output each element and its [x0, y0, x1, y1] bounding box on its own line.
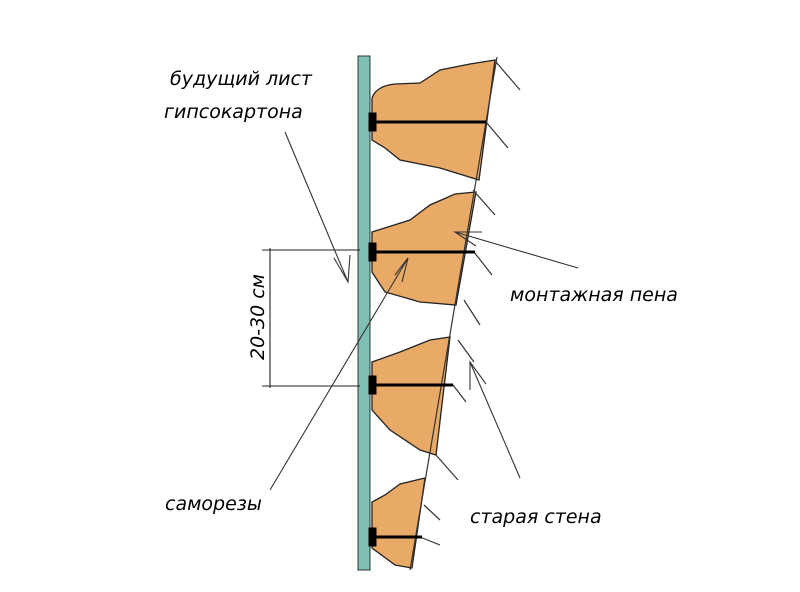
drywall-label-line1: будущий лист: [170, 68, 312, 90]
old-wall-line: [409, 56, 498, 571]
wall-hatching: [419, 61, 521, 546]
foam-label: монтажная пена: [510, 284, 678, 306]
foam-blob-3: [371, 336, 451, 456]
old-wall-label: старая стена: [470, 506, 602, 528]
drywall-board: [357, 55, 371, 571]
screws-label: саморезы: [165, 493, 262, 515]
foam-blob-1: [371, 59, 496, 181]
screws: [368, 112, 486, 547]
foam-blob-2: [371, 191, 477, 306]
drywall-label-line2: гипсокартона: [164, 101, 303, 123]
foam-blob-4: [371, 477, 426, 569]
pointer-arrows: [269, 131, 579, 491]
dimension-lines: [262, 248, 360, 388]
dimension-label: 20-30 см: [247, 273, 270, 361]
